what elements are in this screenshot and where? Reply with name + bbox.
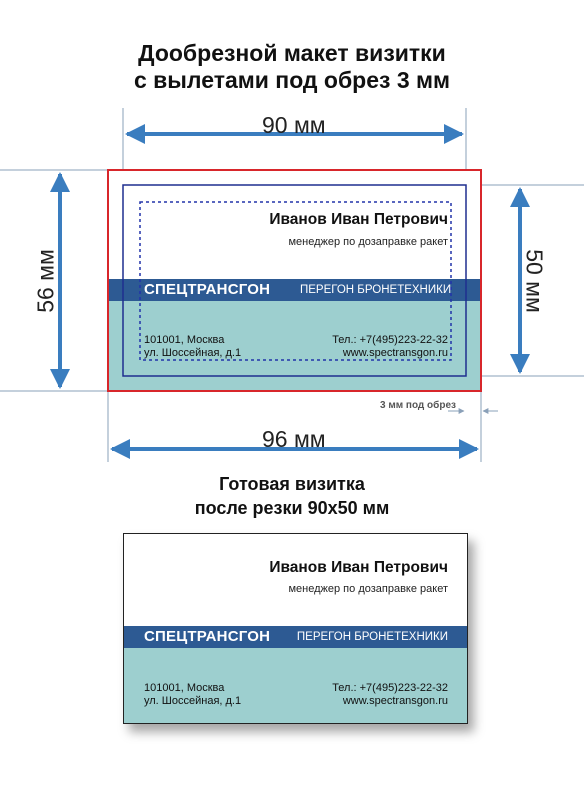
card2-position: менеджер по дозаправке ракет [288,583,448,595]
card2-name: Иванов Иван Петрович [269,559,448,576]
label-96mm: 96 мм [262,426,326,452]
card2-contacts: Тел.: +7(495)223-22-32 www.spectransgon.… [284,682,448,708]
card1-address-line1: 101001, Москва [144,334,225,346]
card2-company: СПЕЦТРАНСГОН [144,628,271,645]
card1-phone: Тел.: +7(495)223-22-32 [332,334,448,346]
subtitle: Готовая визитка после резки 90х50 мм [0,472,584,520]
label-50mm: 50 мм [521,249,548,313]
final-card: Иванов Иван Петрович менеджер по дозапра… [123,533,468,724]
subtitle-line2: после резки 90х50 мм [194,498,390,518]
safe-zone [139,201,452,361]
card1-name: Иванов Иван Петрович [269,211,448,228]
main-title-line2: с вылетами под обрез 3 мм [133,67,451,93]
label-bleed: 3 мм под обрез [380,400,456,411]
card2-address-line1: 101001, Москва [144,682,225,694]
card2-band [124,626,467,648]
subtitle-line1: Готовая визитка [219,474,365,494]
card1-address-line2: ул. Шоссейная, д.1 [144,347,242,359]
card1-band [108,279,481,301]
card2-address: 101001, Москва ул. Шоссейная, д.1 [144,682,241,708]
card2-lower-fill [124,648,467,723]
card1-company: СПЕЦТРАНСГОН [144,281,271,298]
main-title-line1: Дообрезной макет визитки [138,40,446,66]
card1-tagline: ПЕРЕГОН БРОНЕТЕХНИКИ [300,284,452,296]
card2-website: www.spectransgon.ru [342,695,448,707]
card1-address: 101001, Москва ул. Шоссейная, д.1 [144,334,241,360]
card1-position: менеджер по дозаправке ракет [288,236,448,248]
bleed-line [107,169,482,392]
card2-address-line2: ул. Шоссейная, д.1 [144,695,242,707]
card2-tagline: ПЕРЕГОН БРОНЕТЕХНИКИ [296,631,448,643]
card1-website: www.spectransgon.ru [342,347,448,359]
trim-line [122,184,467,377]
card2-phone: Тел.: +7(495)223-22-32 [332,682,448,694]
main-title: Дообрезной макет визитки с вылетами под … [0,40,584,94]
label-90mm: 90 мм [262,112,326,138]
card1-contacts: Тел.: +7(495)223-22-32 www.spectransgon.… [290,334,448,360]
label-56mm: 56 мм [32,249,59,313]
